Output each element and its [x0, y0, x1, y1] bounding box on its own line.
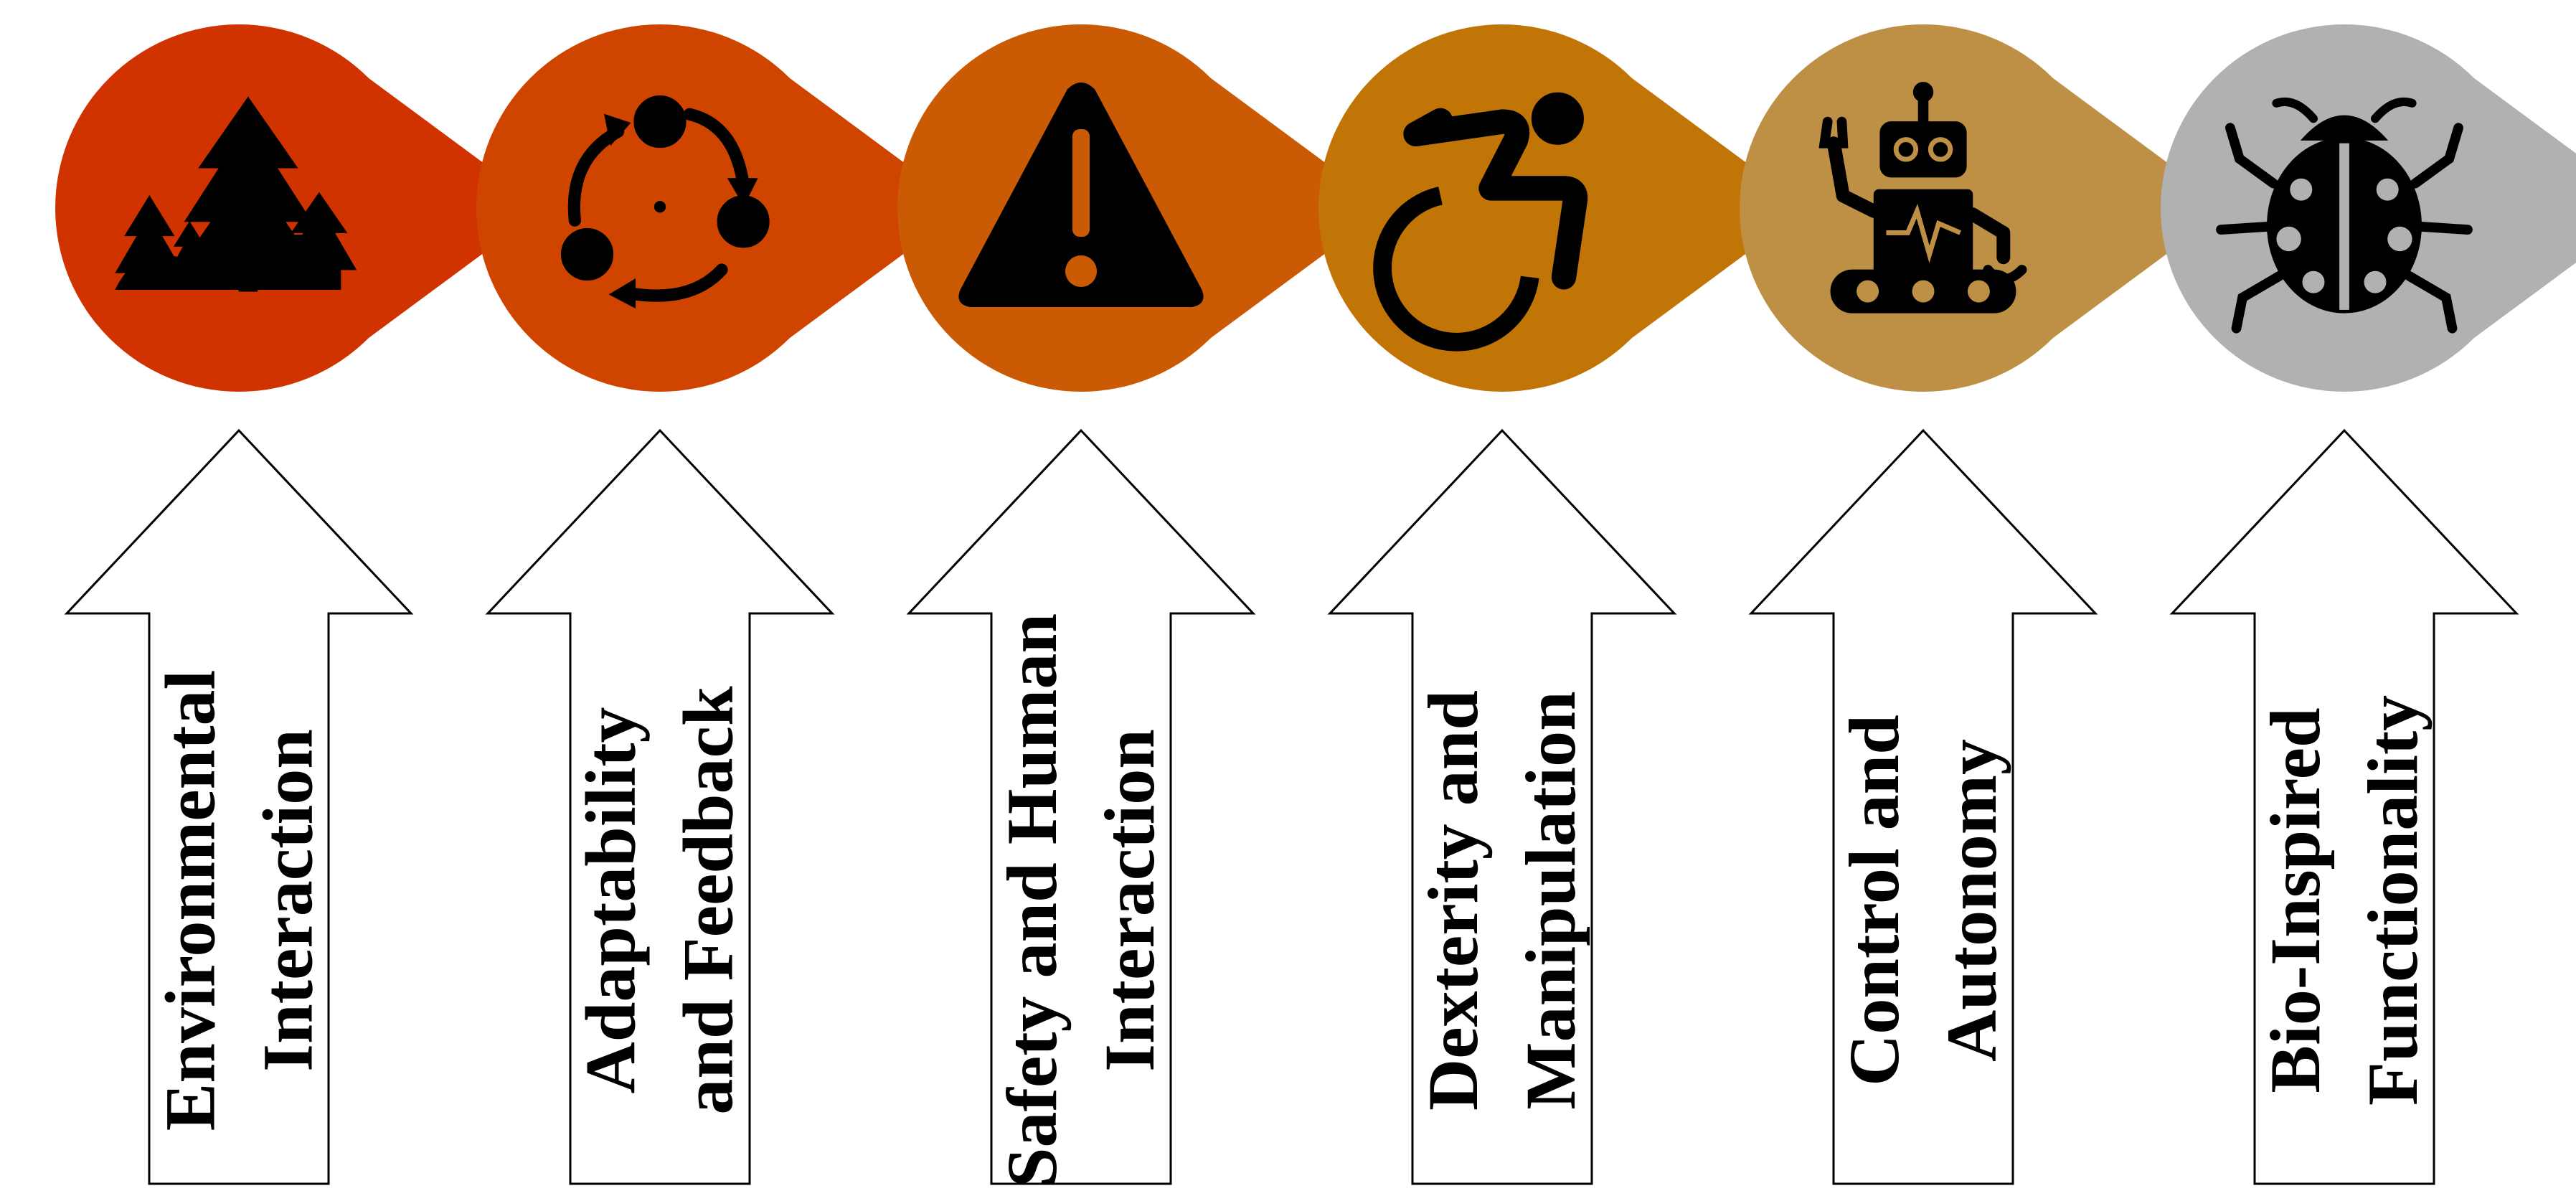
step-badge-environmental	[55, 24, 544, 392]
step-label-line: Functionality	[2353, 694, 2433, 1106]
robot-eye-right-icon	[1928, 137, 1953, 162]
up-arrow-environmental	[64, 428, 414, 1185]
step-label-line: Bio-Inspired	[2255, 707, 2336, 1093]
badge-layer	[55, 24, 2576, 392]
robot-pulse-icon	[1886, 204, 1961, 263]
up-arrow-bio	[2169, 428, 2519, 1185]
arrow-layer	[64, 428, 2519, 1185]
step-badge-bio	[2161, 24, 2576, 392]
ladybug-spot-icon-1	[2376, 178, 2399, 201]
step-label-line: Interaction	[1090, 729, 1169, 1072]
up-arrow-control	[1748, 428, 2098, 1185]
robot-wheel-icon-2	[1967, 280, 1990, 303]
ladybug-spot-icon-4	[2302, 270, 2325, 293]
robot-eye-left-icon	[1893, 137, 1919, 162]
ladybug-spot-icon-0	[2290, 178, 2313, 201]
step-badge-control	[1740, 24, 2229, 392]
step-label-line: Interaction	[247, 729, 327, 1072]
badge-shape-control	[1740, 24, 2229, 392]
robot-wheel-icon-1	[1912, 280, 1935, 303]
robot-wheel-icon-0	[1856, 280, 1879, 303]
ladybug-divider-icon	[2339, 143, 2349, 310]
step-label-line: Dexterity and	[1413, 690, 1493, 1111]
up-arrow-safety	[906, 428, 1256, 1185]
step-label-line: Adaptability	[571, 707, 651, 1094]
step-badge-safety	[897, 24, 1387, 392]
step-label-line: Environmental	[150, 669, 230, 1131]
exclamation-bar-icon	[1072, 129, 1090, 237]
exclamation-dot-icon	[1065, 255, 1097, 287]
step-label-line: Manipulation	[1511, 691, 1590, 1110]
ladybug-spot-icon-3	[2387, 226, 2412, 252]
ladybug-spot-icon-2	[2276, 226, 2301, 252]
ladybug-spot-icon-5	[2364, 270, 2387, 293]
step-label-line: Autonomy	[1932, 738, 2012, 1063]
step-badge-adaptability	[476, 24, 966, 392]
up-arrow-dexterity	[1327, 428, 1677, 1185]
step-label-line: Control and	[1834, 715, 1915, 1086]
step-label-line: Safety and Human	[992, 613, 1072, 1188]
step-label-line: and Feedback	[669, 686, 749, 1115]
step-badge-dexterity	[1318, 24, 1808, 392]
up-arrow-adaptability	[485, 428, 835, 1185]
